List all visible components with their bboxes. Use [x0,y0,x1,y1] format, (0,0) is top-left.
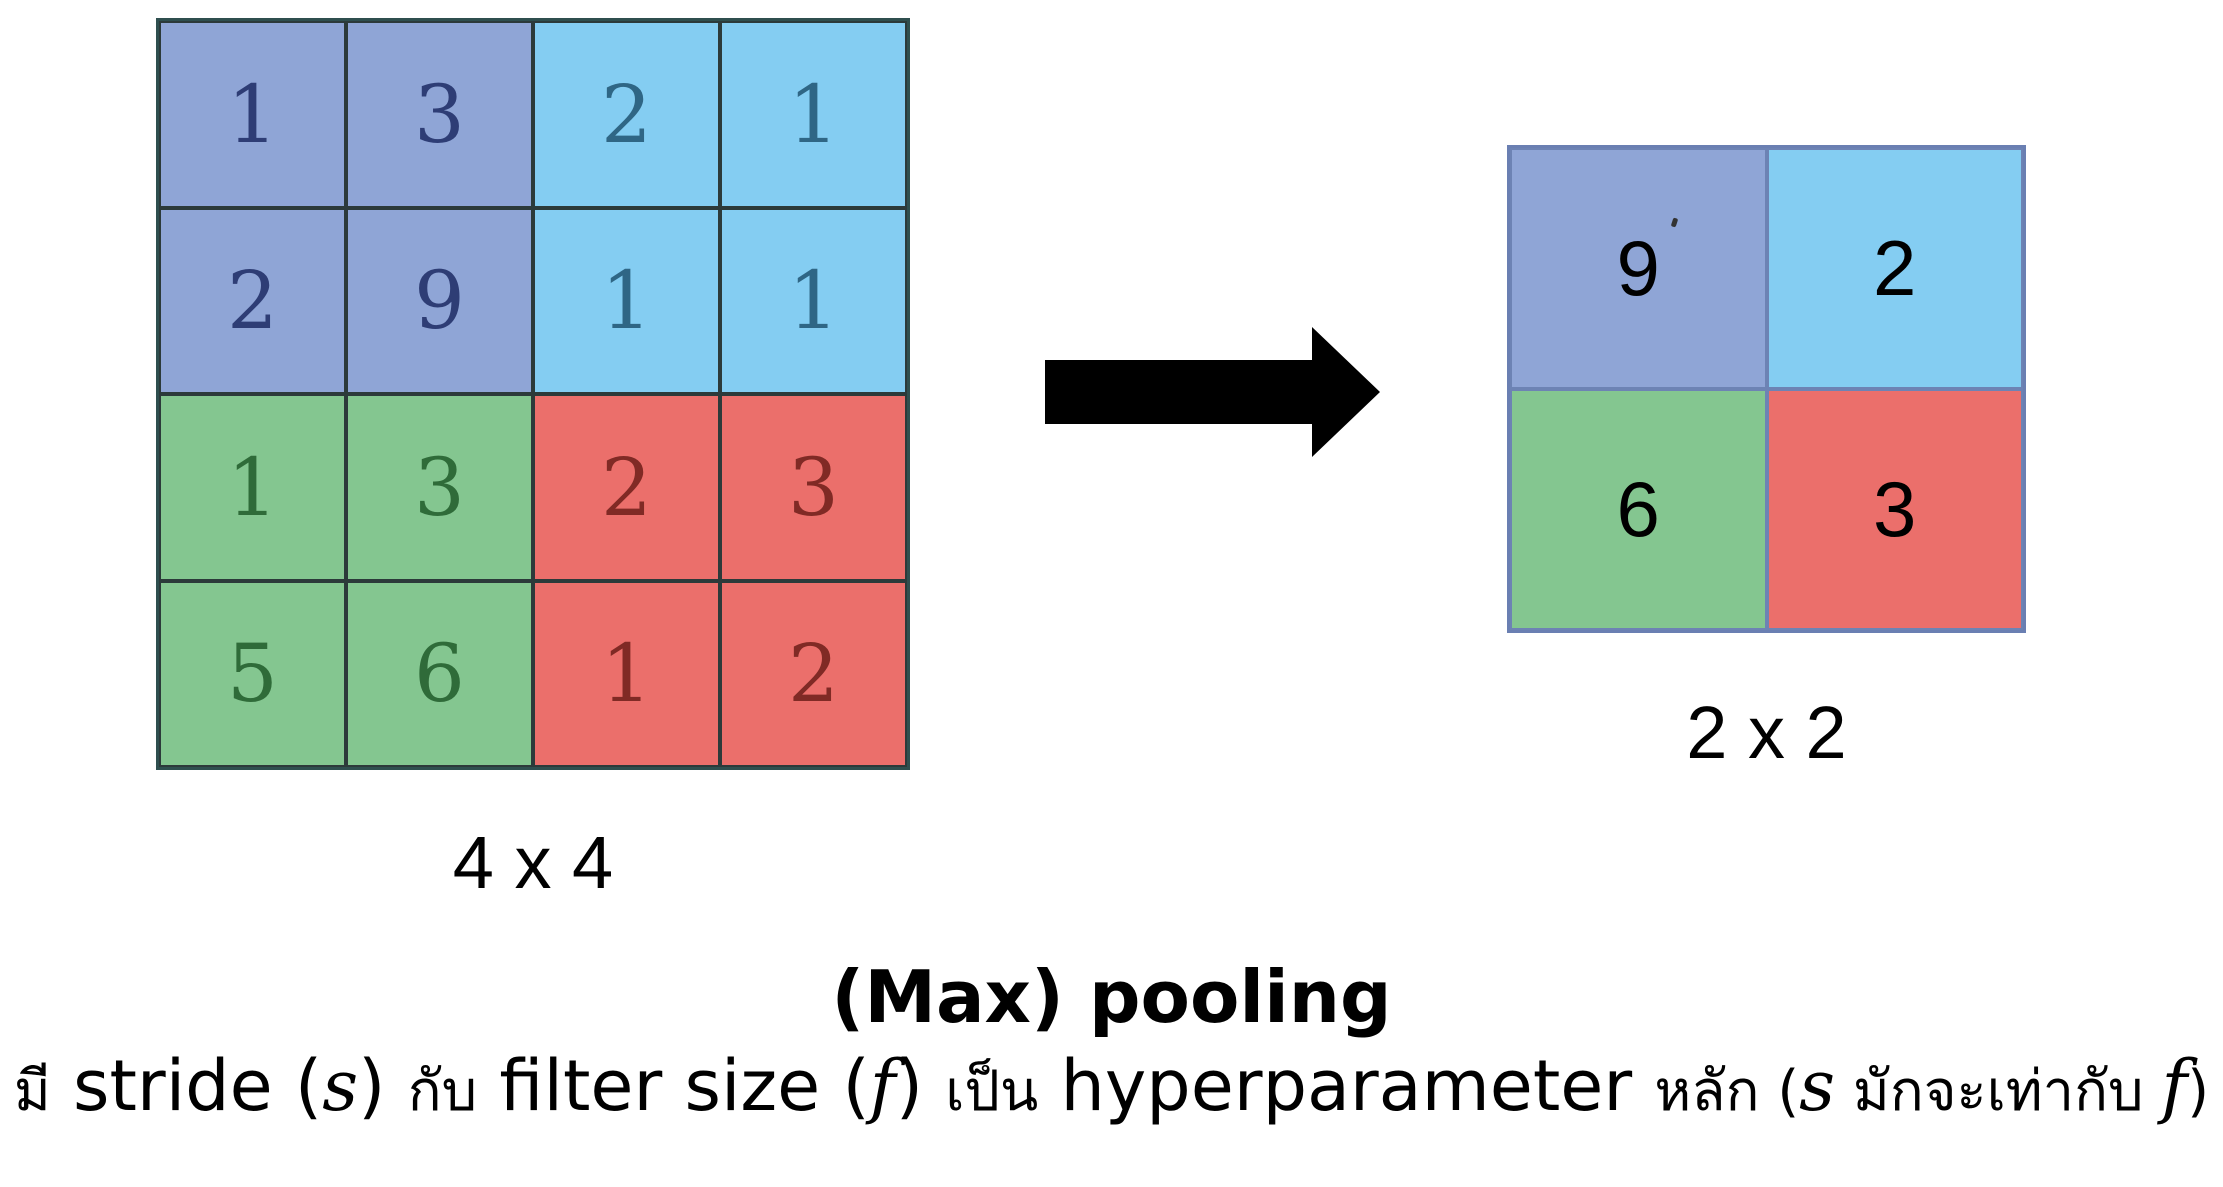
output-grid-cell: 3 [1766,389,2023,630]
input-grid-cell: 6 [346,580,533,767]
input-grid-cell: 1 [720,207,907,394]
filter-size-symbol: f [2161,1045,2188,1127]
subtitle-part: ) [895,1045,946,1127]
input-size-label: 4 x 4 [452,821,614,904]
subtitle-part: filter size ( [477,1045,870,1127]
subtitle-part: มักจะเท่ากับ [1835,1059,2162,1124]
input-grid-cell: 2 [159,207,346,394]
input-grid-cell: 1 [159,21,346,208]
input-grid-cell: 3 [346,394,533,581]
diagram-title: (Max) pooling [831,955,1392,1039]
subtitle-part: ) [2187,1059,2210,1124]
diagram-subtitle: มี stride (s) กับ filter size (f) เป็น h… [0,1045,2223,1135]
subtitle-part: stride ( [50,1045,323,1127]
stride-symbol: s [1799,1045,1836,1127]
input-grid-cell: 1 [720,21,907,208]
input-grid-cell: 2 [533,21,720,208]
subtitle-part: มี [13,1059,51,1124]
output-grid-cell: 2 [1766,148,2023,389]
right-arrow-icon [1045,327,1380,457]
input-grid-cell: 2 [533,394,720,581]
subtitle-part: เป็น [945,1059,1039,1124]
filter-size-symbol: f [869,1045,896,1127]
input-grid-cell: 3 [346,21,533,208]
output-grid-cell: 9 [1510,148,1767,389]
input-grid-cell: 2 [720,580,907,767]
stride-symbol: s [322,1045,359,1127]
subtitle-part: กับ [407,1059,478,1124]
input-grid-cell: 1 [533,580,720,767]
output-size-label: 2 x 2 [1686,691,1847,774]
subtitle-part: หลัก ( [1654,1059,1800,1124]
output-grid-cell: 6 [1510,389,1767,630]
subtitle-part: hyperparameter [1038,1045,1655,1127]
input-grid-cell: 9 [346,207,533,394]
subtitle-part: ) [358,1045,408,1127]
input-grid-cell: 1 [159,394,346,581]
input-grid-cell: 3 [720,394,907,581]
input-grid-cell: 1 [533,207,720,394]
input-grid-cell: 5 [159,580,346,767]
